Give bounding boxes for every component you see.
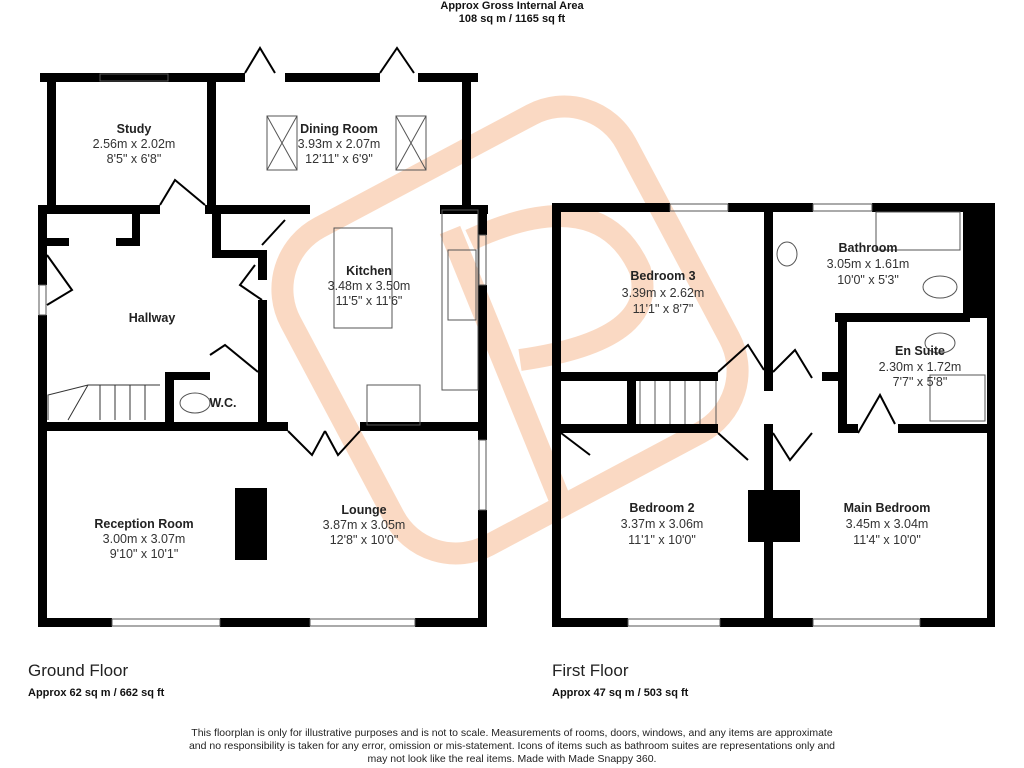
first-floor-label: First Floor <box>552 661 629 680</box>
room-metric: 3.00m x 3.07m <box>103 532 186 546</box>
room-imperial: 11'1" x 10'0" <box>628 533 696 547</box>
room-metric: 3.05m x 1.61m <box>827 257 910 271</box>
window <box>669 203 729 212</box>
room-metric: 3.93m x 2.07m <box>298 137 381 151</box>
room-imperial: 12'8" x 10'0" <box>330 533 399 547</box>
room-en-suite: En Suite 2.30m x 1.72m 7'7" x 5'8" <box>879 344 962 389</box>
room-name: Kitchen <box>346 264 392 278</box>
room-hallway: Hallway <box>129 311 176 325</box>
room-lounge: Lounge 3.87m x 3.05m 12'8" x 10'0" <box>323 503 406 547</box>
room-name: Bedroom 3 <box>630 269 695 283</box>
window <box>99 73 169 82</box>
room-name: Bathroom <box>838 241 897 255</box>
room-metric: 3.39m x 2.62m <box>622 286 705 300</box>
room-name: Hallway <box>129 311 176 325</box>
room-metric: 3.87m x 3.05m <box>323 518 406 532</box>
room-metric: 2.30m x 1.72m <box>879 360 962 374</box>
window <box>627 618 721 627</box>
ground-floor-label: Ground Floor <box>28 661 129 680</box>
first-floor-walls <box>552 203 995 627</box>
disclaimer: This floorplan is only for illustrative … <box>0 727 1024 766</box>
header: Approx Gross Internal Area 108 sq m / 11… <box>0 0 1024 26</box>
header-area: 108 sq m / 1165 sq ft <box>458 13 566 25</box>
room-name: W.C. <box>209 396 236 410</box>
disclaimer-line: may not look like the real items. Made w… <box>367 753 657 765</box>
room-name: Reception Room <box>94 517 193 531</box>
window <box>38 284 47 316</box>
room-metric: 3.48m x 3.50m <box>328 279 411 293</box>
room-name: Main Bedroom <box>844 501 931 515</box>
first-floor-fixtures <box>560 203 986 627</box>
room-metric: 3.37m x 3.06m <box>621 517 704 531</box>
room-name: Bedroom 2 <box>629 501 694 515</box>
ground-floor-walls <box>38 73 488 627</box>
disclaimer-line: and no responsibility is taken for any e… <box>188 740 836 752</box>
room-imperial: 9'10" x 10'1" <box>110 547 179 561</box>
room-dining: Dining Room 3.93m x 2.07m 12'11" x 6'9" <box>298 122 381 166</box>
ground-floor-fixtures <box>38 46 487 627</box>
room-study: Study 2.56m x 2.02m 8'5" x 6'8" <box>93 122 176 166</box>
room-name: En Suite <box>895 344 945 358</box>
disclaimer-line: This floorplan is only for illustrative … <box>191 727 833 739</box>
window <box>309 618 416 627</box>
room-bathroom: Bathroom 3.05m x 1.61m 10'0" x 5'3" <box>827 241 910 287</box>
room-reception: Reception Room 3.00m x 3.07m 9'10" x 10'… <box>94 517 193 561</box>
room-imperial: 7'7" x 5'8" <box>893 375 948 389</box>
room-imperial: 12'11" x 6'9" <box>305 152 373 166</box>
room-main-bedroom: Main Bedroom 3.45m x 3.04m 11'4" x 10'0" <box>844 501 931 547</box>
room-bedroom-3: Bedroom 3 3.39m x 2.62m 11'1" x 8'7" <box>622 269 705 316</box>
room-imperial: 11'4" x 10'0" <box>853 533 921 547</box>
window <box>812 203 873 212</box>
window <box>478 234 487 286</box>
room-kitchen: Kitchen 3.48m x 3.50m 11'5" x 11'6" <box>328 264 411 308</box>
room-bedroom-2: Bedroom 2 3.37m x 3.06m 11'1" x 10'0" <box>621 501 704 547</box>
first-floor-area: Approx 47 sq m / 503 sq ft <box>552 687 689 699</box>
room-metric: 3.45m x 3.04m <box>846 517 929 531</box>
room-wc: W.C. <box>209 396 236 410</box>
window <box>812 618 921 627</box>
room-name: Lounge <box>341 503 386 517</box>
room-name: Study <box>117 122 152 136</box>
watermark-logo <box>271 95 749 565</box>
room-imperial: 11'1" x 8'7" <box>633 302 694 316</box>
room-name: Dining Room <box>300 122 378 136</box>
header-title: Approx Gross Internal Area <box>440 0 584 12</box>
room-imperial: 8'5" x 6'8" <box>107 152 162 166</box>
window <box>111 618 221 627</box>
window <box>478 439 487 511</box>
room-imperial: 10'0" x 5'3" <box>837 273 899 287</box>
room-imperial: 11'5" x 11'6" <box>336 294 403 308</box>
ground-floor-area: Approx 62 sq m / 662 sq ft <box>28 687 165 699</box>
room-metric: 2.56m x 2.02m <box>93 137 176 151</box>
